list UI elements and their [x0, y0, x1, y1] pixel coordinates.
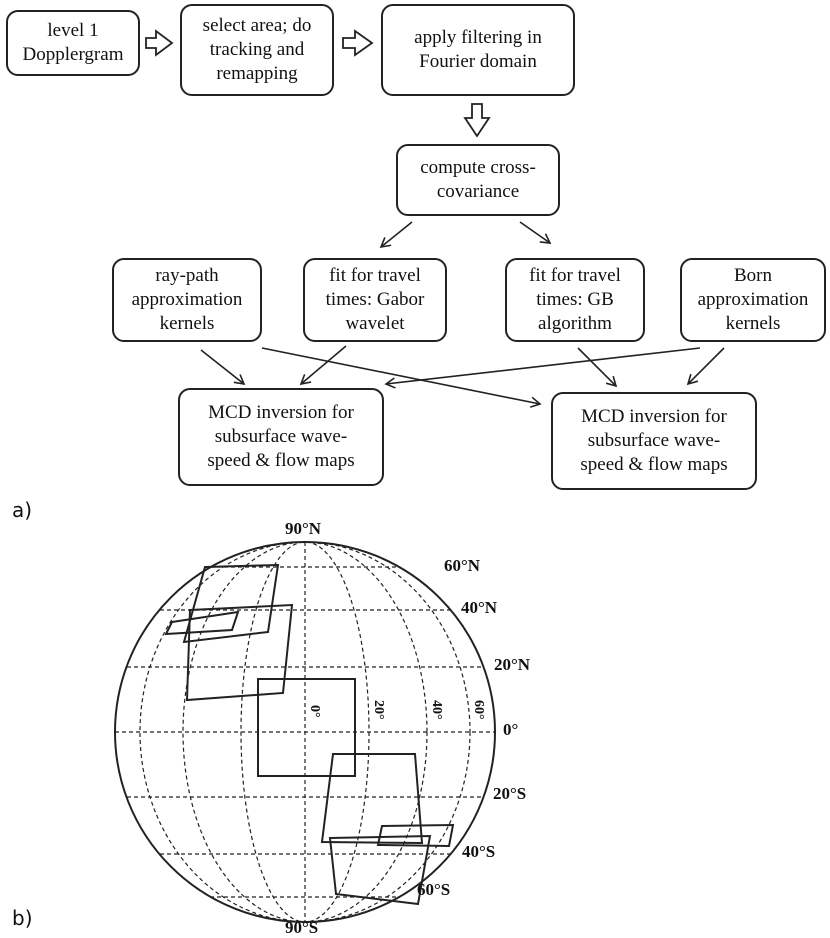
arrow-born-to-mcd-right: [686, 347, 725, 386]
flowchart-arrows: [145, 29, 725, 408]
lon-label-40: 40°: [429, 700, 444, 720]
lat-label-90n: 90°N: [285, 519, 322, 538]
hollow-arrow-2: [342, 29, 374, 57]
arrow-gb-to-mcd-right: [577, 347, 618, 388]
region-center: [257, 678, 356, 777]
meridian-60: [139, 541, 471, 923]
lon-label-60: 60°: [471, 700, 486, 720]
arrow-raypath-to-mcd-left: [200, 349, 246, 386]
arrow-cross-to-gabor: [379, 221, 413, 249]
lat-label-60n: 60°N: [444, 556, 481, 575]
lon-label-0: 0°: [307, 705, 322, 718]
arrow-born-to-mcd-left: [384, 347, 701, 389]
panel-label-b: b): [12, 906, 33, 930]
arrow-gabor-to-mcd-left: [299, 345, 347, 386]
tracked-regions: [164, 563, 455, 906]
globe-grid: [115, 541, 495, 923]
lat-label-40s: 40°S: [462, 842, 496, 861]
mcd-inversion-left-box: MCD inversion for subsurface wave- speed…: [178, 388, 384, 486]
select-area-box: select area; do tracking and remapping: [180, 4, 334, 96]
region-south-bottom: [328, 834, 432, 906]
apply-filtering-box: apply filtering in Fourier domain: [381, 4, 575, 96]
lat-label-20n: 20°N: [494, 655, 531, 674]
gb-algorithm-box: fit for travel times: GB algorithm: [505, 258, 645, 342]
region-north-top: [182, 563, 280, 644]
lat-label-60s: 60°S: [417, 880, 451, 899]
lat-label-0: 0°: [503, 720, 519, 739]
region-north-small: [164, 610, 240, 636]
level1-dopplergram-box: level 1 Dopplergram: [6, 10, 140, 76]
region-south-mid: [320, 753, 424, 845]
globe-limb: [114, 541, 496, 923]
lon-label-20: 20°: [371, 700, 386, 720]
region-north-mid: [185, 603, 294, 702]
lat-label-90s: 90°S: [285, 918, 319, 937]
ray-path-kernels-box: ray-path approximation kernels: [112, 258, 262, 342]
born-kernels-box: Born approximation kernels: [680, 258, 826, 342]
lat-label-40n: 40°N: [461, 598, 498, 617]
hollow-arrow-1: [145, 29, 174, 57]
arrow-cross-to-gb: [519, 221, 552, 244]
arrow-raypath-to-mcd-right: [261, 347, 542, 408]
gabor-wavelet-box: fit for travel times: Gabor wavelet: [303, 258, 447, 342]
cross-covariance-box: compute cross- covariance: [396, 144, 560, 216]
region-south-small: [376, 823, 455, 848]
hollow-arrow-3: [463, 103, 491, 138]
mcd-inversion-right-box: MCD inversion for subsurface wave- speed…: [551, 392, 757, 490]
lat-label-20s: 20°S: [493, 784, 527, 803]
panel-label-a: a): [12, 498, 33, 522]
